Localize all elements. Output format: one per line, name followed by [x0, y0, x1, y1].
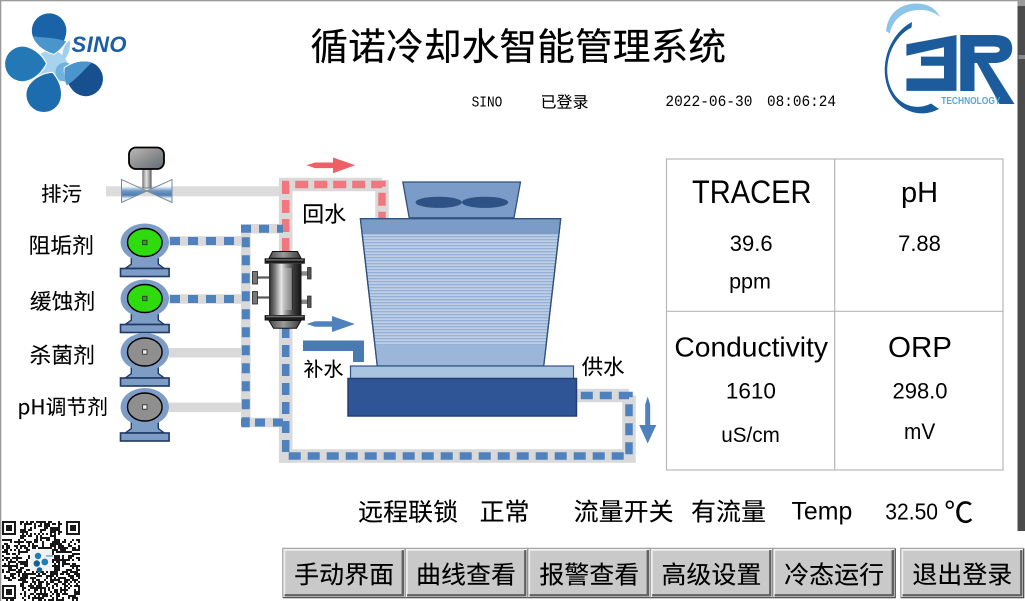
svg-text:2022-06-30: 2022-06-30	[665, 93, 752, 111]
svg-text:TECHNOLOGY: TECHNOLOGY	[941, 96, 1001, 107]
svg-text:ppm: ppm	[729, 270, 771, 294]
svg-text:298.0: 298.0	[892, 379, 947, 404]
svg-text:Temp: Temp	[792, 497, 853, 525]
svg-text:uS/cm: uS/cm	[721, 424, 780, 447]
svg-text:ORP: ORP	[888, 332, 952, 364]
svg-text:1610: 1610	[726, 379, 776, 404]
svg-text:mV: mV	[904, 419, 936, 444]
svg-text:pH: pH	[901, 177, 938, 209]
svg-text:08:06:24: 08:06:24	[767, 93, 836, 111]
svg-text:39.6: 39.6	[730, 231, 773, 256]
svg-text:SINO: SINO	[472, 94, 503, 111]
svg-text:TRACER: TRACER	[692, 174, 812, 210]
svg-text:32.50: 32.50	[885, 498, 938, 524]
svg-text:Conductivity: Conductivity	[674, 330, 829, 362]
svg-text:7.88: 7.88	[898, 231, 941, 256]
svg-text:SINO: SINO	[72, 32, 127, 57]
